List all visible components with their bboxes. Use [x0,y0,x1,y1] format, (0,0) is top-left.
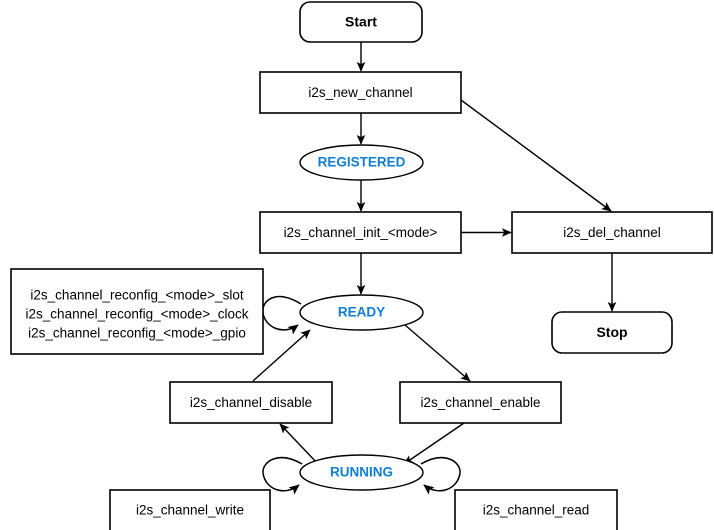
ready-ellipse[interactable] [299,294,424,331]
node-channel-write[interactable]: i2s_channel_write [109,489,271,530]
edge-disable-to-ready [252,329,311,382]
node-channel-read[interactable]: i2s_channel_read [454,489,618,530]
reconfig-clock-label: i2s_channel_reconfig_<mode>_clock [26,307,249,322]
channel-write-box[interactable] [109,489,271,530]
stop-label: Stop [596,324,627,340]
node-channel-init[interactable]: i2s_channel_init_<mode> [259,211,462,254]
running-label: RUNNING [330,465,393,480]
channel-enable-box[interactable] [399,381,562,424]
node-ready-state[interactable]: READY [299,294,424,331]
start-box[interactable] [299,1,423,43]
node-running-state[interactable]: RUNNING [299,454,424,491]
new-channel-box[interactable] [259,71,462,114]
reconfig-slot-label: i2s_channel_reconfig_<mode>_slot [30,288,243,303]
channel-init-label: i2s_channel_init_<mode> [284,225,438,240]
ready-label: READY [338,305,385,320]
channel-enable-label: i2s_channel_enable [420,395,540,410]
channel-write-label: i2s_channel_write [136,503,244,518]
registered-ellipse[interactable] [299,144,424,181]
new-channel-label: i2s_new_channel [308,85,412,100]
del-channel-box[interactable] [511,211,713,254]
edge-running-self-loop-right [420,457,461,495]
channel-disable-label: i2s_channel_disable [190,395,312,410]
edge-new-channel-to-del-channel [460,99,612,212]
channel-disable-box[interactable] [169,381,333,424]
registered-label: REGISTERED [318,155,406,170]
edge-ready-to-enable [404,324,471,382]
node-channel-enable[interactable]: i2s_channel_enable [399,381,562,424]
start-label: Start [345,14,377,30]
edge-enable-to-running [403,422,465,465]
channel-init-box[interactable] [259,211,462,254]
node-del-channel[interactable]: i2s_del_channel [511,211,713,254]
node-channel-disable[interactable]: i2s_channel_disable [169,381,333,424]
edge-running-to-disable [279,423,319,465]
del-channel-label: i2s_del_channel [563,225,661,240]
node-stop[interactable]: Stop [551,311,673,354]
node-registered-state[interactable]: REGISTERED [299,144,424,181]
node-new-channel[interactable]: i2s_new_channel [259,71,462,114]
channel-read-label: i2s_channel_read [483,503,590,518]
node-start[interactable]: Start [299,1,423,43]
edge-ready-self-loop [262,295,302,335]
reconfig-note-box[interactable] [10,268,264,355]
edges-layer [252,42,617,495]
edge-running-self-loop-left [262,457,303,495]
channel-read-box[interactable] [454,489,618,530]
stop-box[interactable] [551,311,673,354]
reconfig-gpio-label: i2s_channel_reconfig_<mode>_gpio [28,326,246,341]
node-reconfig-note[interactable]: i2s_channel_reconfig_<mode>_slot i2s_cha… [10,268,264,355]
running-ellipse[interactable] [299,454,424,491]
